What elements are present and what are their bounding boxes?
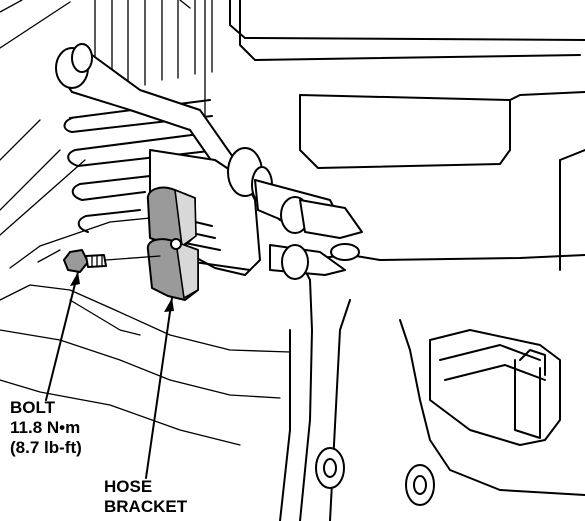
- bolt-part: [63, 249, 161, 273]
- hose-bracket-label-line1: HOSE: [104, 477, 153, 496]
- bolt-torque-imperial: (8.7 lb-ft): [10, 438, 82, 457]
- bolt-torque-metric: 11.8 N•m: [10, 418, 81, 437]
- leader-lines: [45, 271, 174, 479]
- hose-bracket-label-line2: BRACKET: [104, 497, 188, 516]
- hose-bracket-callout: HOSE BRACKET: [104, 477, 187, 517]
- cooler-hoses: [55, 43, 363, 280]
- hose-bracket-part: [146, 186, 199, 301]
- lower-components: [315, 329, 561, 506]
- bolt-label: BOLT: [10, 398, 56, 417]
- frame-outline: [0, 0, 291, 446]
- bolt-callout: BOLT 11.8 N•m (8.7 lb-ft): [10, 398, 82, 458]
